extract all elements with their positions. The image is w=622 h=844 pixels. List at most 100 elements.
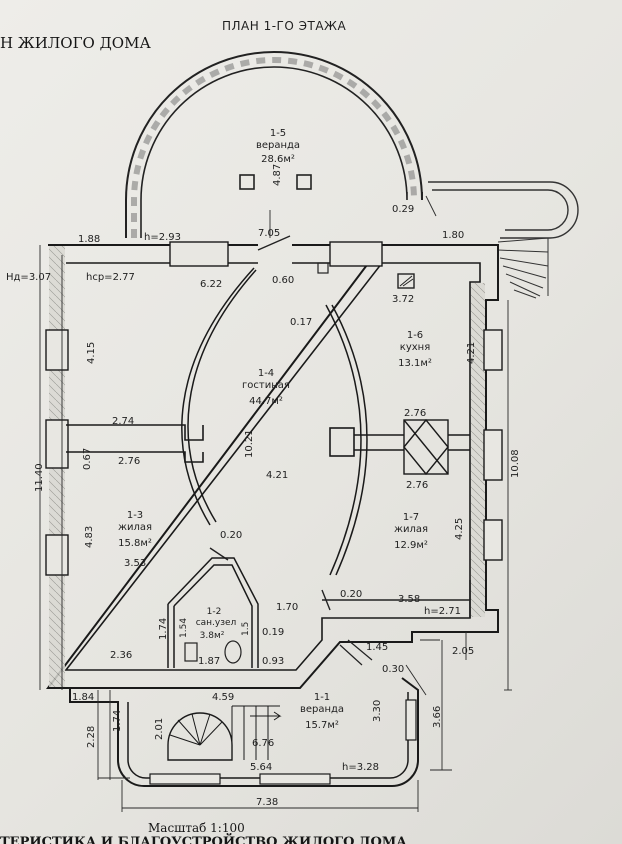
svg-text:7.05: 7.05	[258, 228, 280, 239]
veranda-column	[296, 174, 312, 190]
svg-text:1.74: 1.74	[158, 618, 169, 640]
svg-text:1.54: 1.54	[179, 618, 189, 638]
windows-right	[483, 329, 503, 561]
svg-text:0.19: 0.19	[262, 627, 284, 638]
veranda-column	[239, 174, 255, 190]
room-1-1-label: 1-1 веранда 15.7м²	[300, 692, 344, 731]
dimension-labels: 4.87 0.29 1.88 h=2.93 7.05 1.80 Hд=3.07 …	[6, 164, 521, 808]
veranda-1-5-wall	[125, 51, 423, 238]
svg-text:13.1м²: 13.1м²	[398, 358, 432, 369]
svg-text:2.76: 2.76	[404, 408, 426, 419]
svg-text:3.30: 3.30	[372, 700, 383, 722]
svg-text:0.30: 0.30	[382, 664, 404, 675]
entrance-stair	[339, 639, 373, 666]
svg-text:1.88: 1.88	[78, 234, 100, 245]
svg-text:0.20: 0.20	[220, 530, 242, 541]
room-1-4-label: 1-4 гостиная 44.7м²	[242, 368, 290, 407]
svg-text:4.15: 4.15	[86, 342, 97, 364]
svg-text:гостиная: гостиная	[242, 380, 290, 391]
svg-text:4.21: 4.21	[466, 342, 477, 364]
svg-text:2.28: 2.28	[86, 726, 97, 748]
svg-text:2.76: 2.76	[406, 480, 428, 491]
svg-text:5.64: 5.64	[250, 762, 272, 773]
column-marker	[317, 262, 329, 274]
terrace-outline	[428, 181, 579, 239]
svg-text:12.9м²: 12.9м²	[394, 540, 428, 551]
room-1-7-label: 1-7 жилая 12.9м²	[394, 512, 428, 551]
svg-text:2.74: 2.74	[112, 416, 134, 427]
svg-text:15.7м²: 15.7м²	[305, 720, 339, 731]
svg-text:7.38: 7.38	[256, 797, 278, 808]
svg-text:2.76: 2.76	[118, 456, 140, 467]
svg-text:жилая: жилая	[118, 522, 152, 533]
stove	[403, 418, 449, 476]
svg-text:h=3.28: h=3.28	[342, 762, 379, 773]
svg-text:сан.узел: сан.узел	[196, 618, 237, 628]
svg-text:28.6м²: 28.6м²	[261, 154, 295, 165]
svg-text:2.05: 2.05	[452, 646, 474, 657]
svg-text:15.8м²: 15.8м²	[118, 538, 152, 549]
svg-text:11.40: 11.40	[34, 463, 45, 492]
svg-text:0.60: 0.60	[272, 275, 294, 286]
bottom-cut-text: ТЕРИСТИКА И БЛАГОУСТРОЙСТВО ЖИЛОГО ДОМА	[0, 833, 407, 844]
svg-text:2.36: 2.36	[110, 650, 132, 661]
plan-title: ПЛАН 1-ГО ЭТАЖА	[222, 19, 346, 33]
svg-text:3.8м²: 3.8м²	[200, 631, 225, 641]
svg-text:3.72: 3.72	[392, 294, 414, 305]
veranda-1-1-windows	[149, 699, 417, 785]
svg-text:h=2.93: h=2.93	[144, 232, 181, 243]
svg-text:0.20: 0.20	[340, 589, 362, 600]
svg-text:1.80: 1.80	[442, 230, 464, 241]
svg-text:кухня: кухня	[400, 342, 430, 353]
windows-left	[45, 329, 69, 576]
dimension-lines	[39, 195, 512, 812]
svg-text:3.66: 3.66	[432, 706, 443, 728]
svg-text:1-5: 1-5	[270, 128, 286, 139]
partial-title: Н ЖИЛОГО ДОМА	[0, 34, 151, 52]
svg-text:4.87: 4.87	[272, 164, 283, 186]
svg-text:0.17: 0.17	[290, 317, 312, 328]
svg-text:1.5: 1.5	[241, 622, 251, 636]
svg-text:4.59: 4.59	[212, 692, 234, 703]
svg-text:10.21: 10.21	[244, 429, 255, 458]
svg-text:1-2: 1-2	[207, 607, 222, 617]
veranda-door	[257, 235, 291, 251]
room-1-2-label: 1-2 сан.узел 3.8м²	[196, 607, 237, 641]
svg-text:6.22: 6.22	[200, 279, 222, 290]
svg-text:0.93: 0.93	[262, 656, 284, 667]
ventilation-shaft	[397, 273, 415, 289]
svg-text:веранда: веранда	[300, 704, 344, 715]
windows-top	[169, 241, 383, 267]
svg-text:6.76: 6.76	[252, 738, 274, 749]
svg-text:2.01: 2.01	[154, 718, 165, 740]
svg-text:1-7: 1-7	[403, 512, 419, 523]
svg-text:1-4: 1-4	[258, 368, 274, 379]
svg-text:4.21: 4.21	[266, 470, 288, 481]
svg-text:1-6: 1-6	[407, 330, 423, 341]
exterior-stair	[497, 237, 549, 299]
svg-text:3.53: 3.53	[124, 558, 146, 569]
svg-text:1.87: 1.87	[198, 656, 220, 667]
room-1-6-label: 1-6 кухня 13.1м²	[398, 330, 432, 369]
svg-text:4.25: 4.25	[454, 518, 465, 540]
scale-label: Масштаб 1:100	[148, 821, 245, 835]
svg-text:1.84: 1.84	[72, 692, 94, 703]
svg-text:1.74: 1.74	[112, 710, 123, 732]
svg-text:1-1: 1-1	[314, 692, 330, 703]
svg-text:жилая: жилая	[394, 524, 428, 535]
svg-text:0.67: 0.67	[82, 448, 93, 470]
svg-text:0.29: 0.29	[392, 204, 414, 215]
bathroom-walls	[167, 557, 259, 668]
svg-text:3.58: 3.58	[398, 594, 420, 605]
svg-text:h=2.71: h=2.71	[424, 606, 461, 617]
svg-text:hср=2.77: hср=2.77	[86, 272, 135, 283]
sink	[224, 640, 242, 664]
exterior-walls	[45, 244, 499, 689]
svg-text:4.83: 4.83	[84, 526, 95, 548]
toilet	[184, 642, 198, 662]
svg-text:1-3: 1-3	[127, 510, 143, 521]
room-1-3-label: 1-3 жилая 15.8м²	[118, 510, 152, 549]
room-1-5-label: 1-5 веранда 28.6м²	[256, 128, 300, 165]
